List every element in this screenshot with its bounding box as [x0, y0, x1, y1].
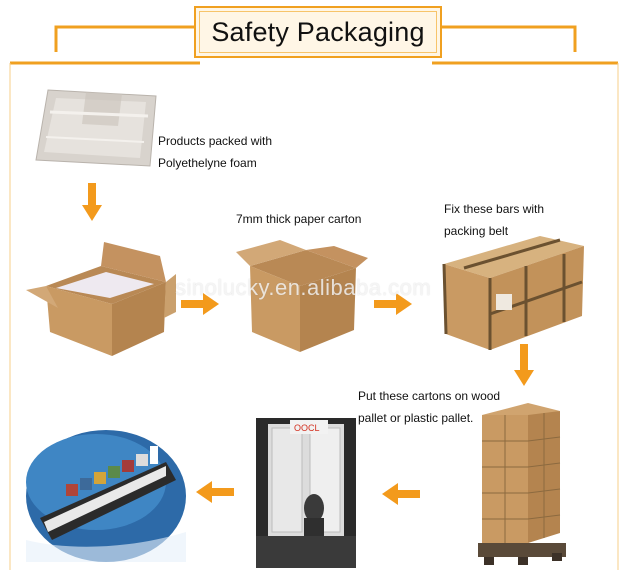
step4-caption: Put these cartons on wood pallet or plas…	[358, 385, 500, 429]
step2-caption-line1: 7mm thick paper carton	[236, 212, 362, 226]
paper-carton-image	[236, 240, 368, 352]
step3-caption: Fix these bars with packing belt	[444, 198, 544, 242]
arrow-right-icon	[181, 293, 219, 315]
container-truck-image: OOCL	[256, 418, 356, 568]
page-title: Safety Packaging	[194, 6, 442, 58]
step1-caption: Products packed with Polyethelyne foam	[158, 130, 272, 174]
arrow-right-icon	[374, 293, 412, 315]
step3-caption-line1: Fix these bars with	[444, 202, 545, 216]
step2-caption: 7mm thick paper carton	[236, 208, 361, 230]
arrow-left-icon	[382, 483, 420, 505]
step3-caption-line2: packing belt	[444, 224, 509, 238]
watermark-text: sinolucky.en.alibaba.com	[175, 275, 432, 300]
step4-caption-line1: Put these cartons on wood	[358, 389, 501, 403]
arrow-down-icon	[514, 344, 534, 386]
step4-caption-line2: pallet or plastic pallet.	[358, 411, 474, 425]
foam-bag-image	[35, 89, 157, 167]
container-brand-label: OOCL	[294, 423, 320, 433]
cargo-ship-image	[26, 430, 186, 562]
arrow-down-icon	[82, 183, 102, 221]
pallet-stack-image	[478, 403, 566, 565]
step1-caption-line1: Products packed with	[158, 134, 273, 148]
open-carton-foam-image	[26, 242, 176, 356]
arrow-left-icon	[196, 481, 234, 503]
banded-carton-image	[442, 236, 584, 350]
step1-caption-line2: Polyethelyne foam	[158, 156, 257, 170]
